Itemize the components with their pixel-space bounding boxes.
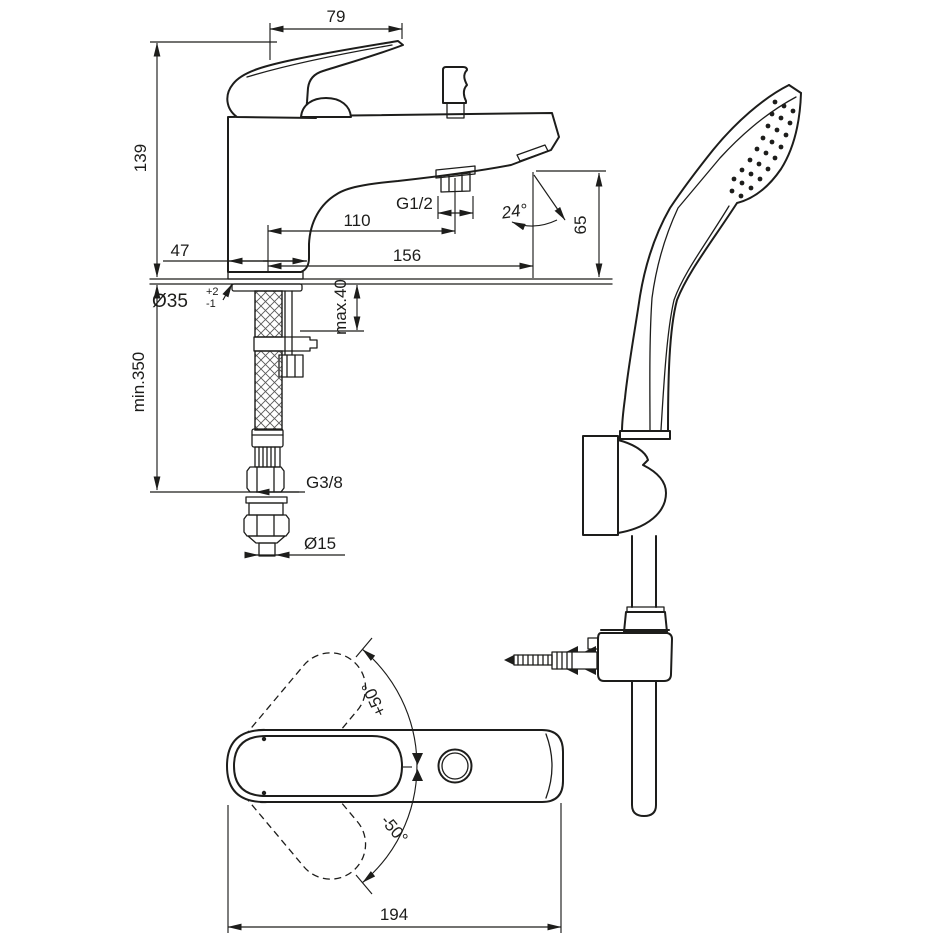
wall-screw-and-anchor [504,646,598,675]
side-view-mixer: 79 139 110 156 47 G1/2 24° 65 Ø35 +2 -1 … [129,7,613,559]
base-plinth [227,271,304,280]
dim-swing-minus: -50° [377,811,412,847]
dim-overall-length: 194 [380,905,408,924]
dim-spout-height: 65 [571,216,590,235]
rail-and-bracket [504,535,673,817]
deck-surface [149,278,613,285]
handle-position-plus50 [228,652,367,804]
dim-deck-thickness: max.40 [331,279,350,335]
dim-thread-g12: G1/2 [396,194,433,213]
handle-contour-line [246,44,393,78]
side-view-dimensions: 79 139 110 156 47 G1/2 24° 65 Ø35 +2 -1 … [129,7,606,559]
dim-thread-g38: G3/8 [306,473,343,492]
dim-hole-diameter: Ø35 [152,291,188,312]
spray-nozzles [729,99,796,199]
dim-pipe-diameter: Ø15 [304,534,336,553]
plan-spout-nose [545,733,553,799]
shower-head [619,84,802,440]
dim-swing-plus: +50° [358,679,390,719]
grip-end-ring [619,430,671,440]
dim-hole-tol-lower: -1 [206,298,216,310]
hand-shower-set [504,84,802,817]
dim-reach-110: 110 [343,211,370,230]
dim-height: 139 [131,144,150,172]
dim-base-depth: 47 [171,241,190,260]
cartridge-dome [300,97,352,118]
plan-body-outline [226,729,564,803]
supply-hose-assembly [231,283,318,557]
dim-handle-length: 79 [327,7,346,26]
lever-handle [226,40,404,119]
shower-hose-connection-nut [435,165,476,193]
dim-hole-tol-upper: +2 [206,286,219,298]
dim-spout-angle: 24° [499,200,528,223]
plan-diverter-knob [437,748,473,784]
diverter-knob [442,66,468,119]
plan-view-mixer: +50° -50° 194 [226,637,564,933]
dim-hose-clearance: min.350 [129,352,148,412]
spout-outlet [516,144,549,162]
dim-reach-156: 156 [393,246,421,265]
shower-holder [582,435,667,536]
